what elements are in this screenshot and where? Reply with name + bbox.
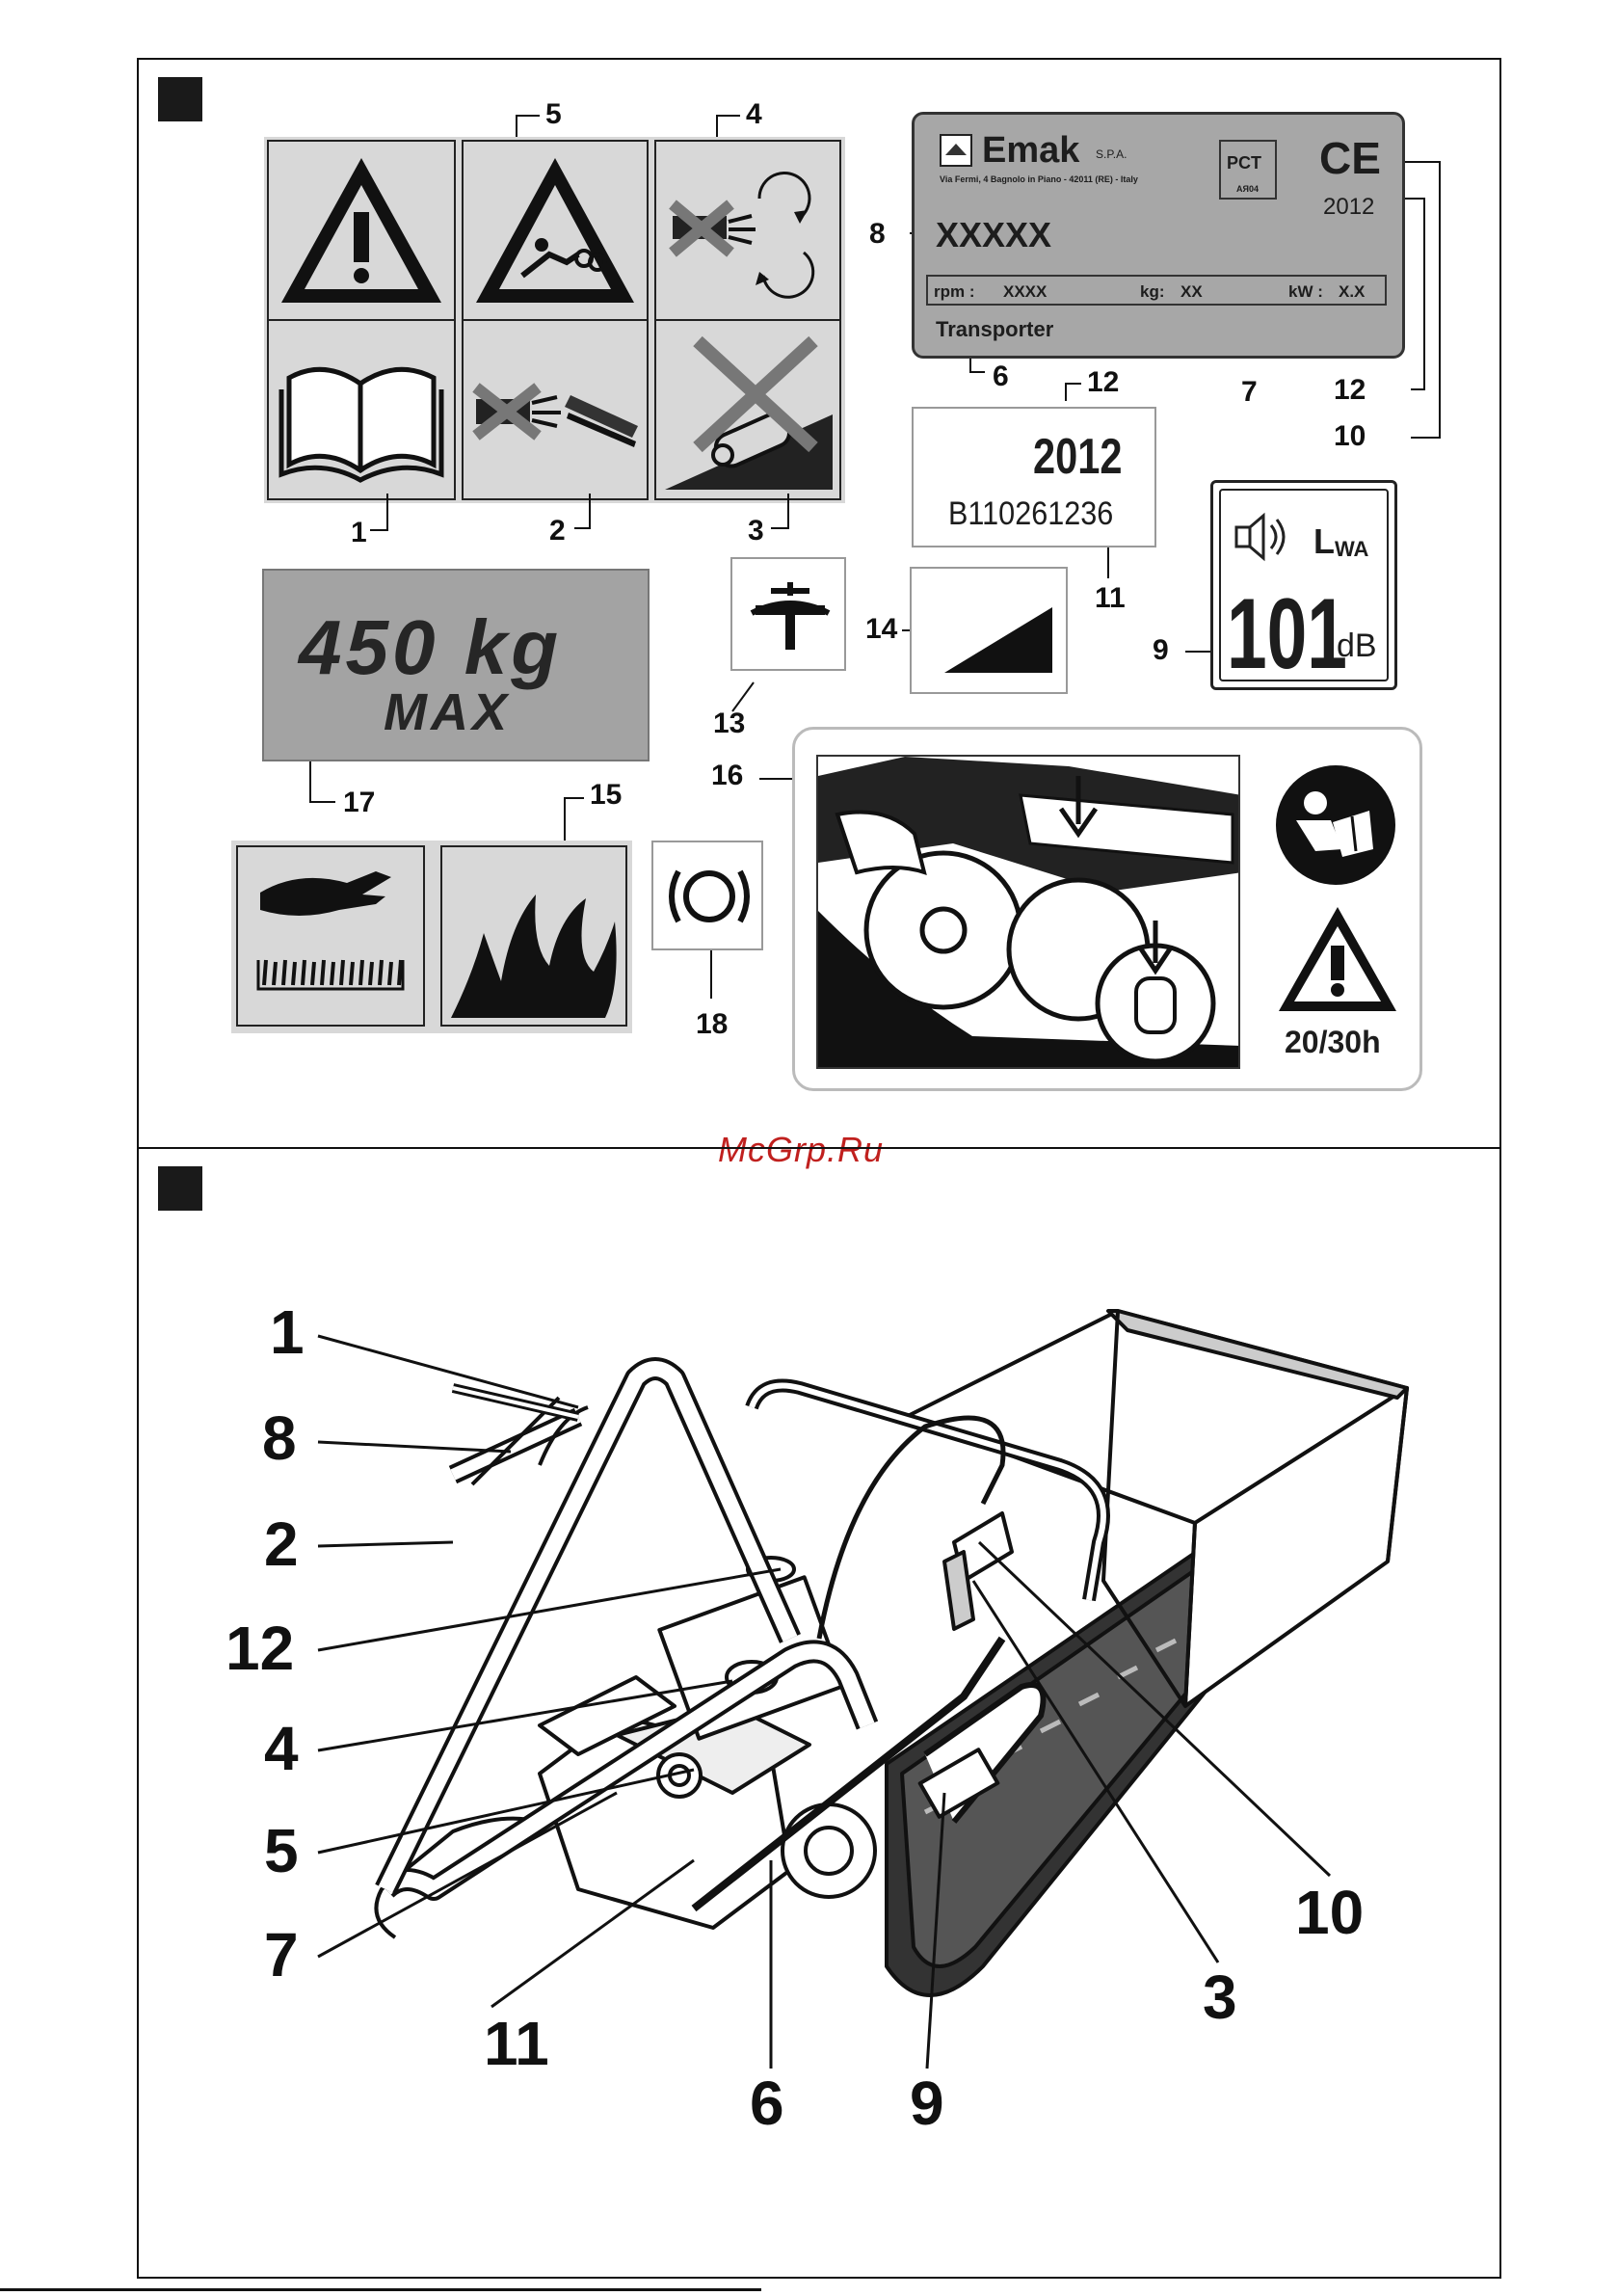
callout-12: 12 bbox=[225, 1617, 294, 1679]
callout-6: 6 bbox=[750, 2072, 784, 2134]
callout-4: 4 bbox=[264, 1718, 299, 1779]
callout-9: 9 bbox=[910, 2072, 944, 2134]
callout-3: 3 bbox=[1203, 1966, 1237, 2028]
footer-rule bbox=[0, 2288, 761, 2291]
callout-7: 7 bbox=[264, 1924, 299, 1986]
callout-11: 11 bbox=[484, 2013, 549, 2074]
callout-2: 2 bbox=[264, 1513, 299, 1575]
callout-5: 5 bbox=[264, 1820, 299, 1882]
callout-10: 10 bbox=[1295, 1882, 1364, 1943]
callout-8: 8 bbox=[262, 1407, 297, 1469]
callout-1: 1 bbox=[270, 1301, 305, 1363]
